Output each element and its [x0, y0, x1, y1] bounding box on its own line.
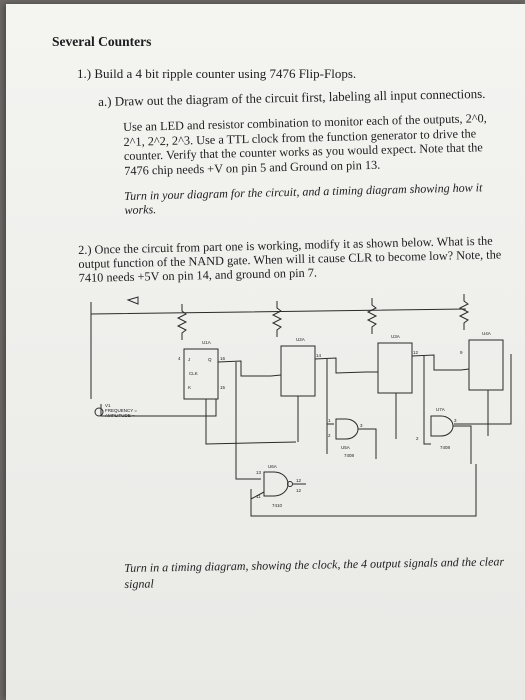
- q3-wire: [454, 354, 512, 425]
- pin-number: 9: [460, 350, 463, 355]
- pin-number: 1: [328, 418, 331, 423]
- and1-out-wire: [358, 428, 377, 459]
- gate-label-u7a: U7A: [436, 407, 445, 412]
- flip-flop-4: [468, 339, 504, 391]
- worksheet-title: Several Counters: [52, 34, 152, 49]
- source-to-clock-wire: [100, 399, 217, 417]
- pin-number: 2: [416, 436, 419, 441]
- q2-to-and2-wire: [423, 356, 431, 445]
- nand-input-3: [250, 491, 265, 500]
- ff-label-u2a: U2A: [296, 337, 305, 342]
- ff3-to-ff4-clock: [411, 354, 470, 371]
- source-label-v1: V1: [105, 403, 111, 408]
- pin-number: 12: [296, 478, 302, 483]
- gate-label-u5a: U5A: [341, 445, 350, 450]
- pin-number: 4: [178, 356, 181, 361]
- flip-flop-3: [377, 342, 413, 394]
- resistor-3: [366, 298, 378, 334]
- nand-gate-u6a: [263, 471, 289, 497]
- and2-out-wire: [453, 425, 472, 464]
- resistor-4: [458, 294, 470, 330]
- pin-number: 11: [256, 494, 261, 499]
- ff-pin-clk: CLK: [189, 371, 198, 376]
- pin-number: 2: [328, 433, 331, 438]
- question-1-heading: 1.) Build a 4 bit ripple counter using 7…: [77, 66, 357, 81]
- chip-label-7408-a: 7408: [344, 453, 355, 458]
- and-gate-u7a: [430, 415, 454, 437]
- pin-number: 15: [220, 385, 226, 390]
- nand-bubble: [287, 481, 293, 487]
- chip-label-7410: 7410: [272, 503, 283, 508]
- ff-label-u1a: U1A: [202, 340, 211, 345]
- pin-number: 16: [220, 356, 226, 361]
- pin-number: 14: [316, 353, 322, 358]
- pin-number: 13: [256, 470, 262, 475]
- q0-to-nand-wire: [235, 362, 261, 480]
- pin-number: 3: [454, 418, 457, 423]
- source-amplitude-label: AMPLITUDE =: [105, 413, 135, 418]
- worksheet-page: Several Counters 1.) Build a 4 bit rippl…: [6, 4, 525, 700]
- gate-label-u6a: U6A: [268, 464, 277, 469]
- ff-label-u3a: U3A: [391, 334, 400, 339]
- and-gate-u5a: [335, 418, 359, 440]
- pin-number: 3: [360, 423, 363, 428]
- ff2-to-ff3-clock: [314, 357, 378, 374]
- pin-number: 12: [296, 488, 302, 493]
- ff-pin-j: J: [188, 357, 190, 362]
- ff-pin-q: Q: [208, 357, 212, 362]
- ff-pin-k: K: [188, 385, 191, 390]
- clear-line-1: [205, 399, 297, 445]
- resistor-1: [176, 304, 188, 340]
- ff-label-u4a: U4A: [482, 331, 491, 336]
- clock-source-symbol: [94, 407, 104, 417]
- counter-circuit-schematic: U1A U2A U3A U4A J K Q CLK U5A U7A U6A 74…: [90, 294, 512, 517]
- source-frequency-label: FREQUENCY =: [105, 408, 137, 413]
- clear-feedback-loop: [250, 464, 477, 517]
- bus-arrow: [126, 296, 139, 305]
- flip-flop-1: [183, 348, 219, 400]
- pin-number: 12: [413, 350, 419, 355]
- resistor-2: [271, 301, 283, 337]
- chip-label-7408-b: 7408: [440, 445, 451, 450]
- ff1-to-ff2-clock: [217, 360, 282, 377]
- flip-flop-2: [280, 345, 316, 397]
